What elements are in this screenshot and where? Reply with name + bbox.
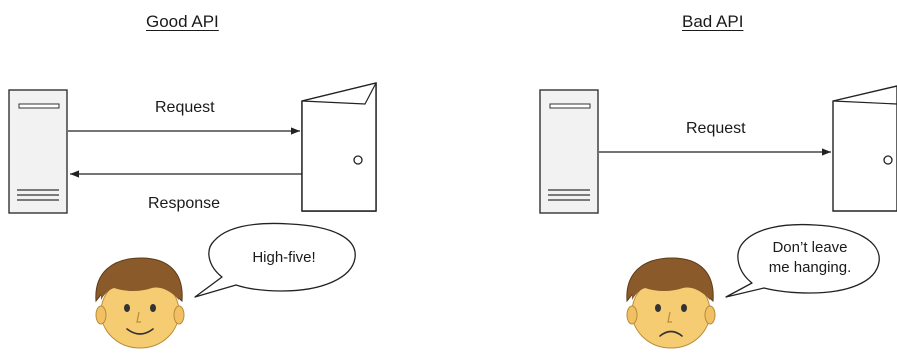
bad-api-title: Bad API [682,12,744,31]
response-label: Response [148,195,221,212]
server-icon [8,89,68,214]
server-icon-bad [539,89,599,214]
speech-bubble-icon [194,222,356,298]
request-label-bad: Request [686,120,746,137]
good-api-title: Good API [146,12,219,31]
speech-bubble-icon-bad [725,223,880,298]
happy-face-icon [95,257,185,349]
sad-face-icon [626,257,716,349]
speech-text: High-five! [252,249,316,266]
speech-text-bad: Don’t leave me hanging. [746,238,874,278]
door-icon-bad [832,85,897,212]
speech-line-1: Don’t leave [772,239,848,256]
speech-line-2: me hanging. [768,259,852,276]
door-icon [301,82,377,212]
request-label: Request [155,99,215,116]
